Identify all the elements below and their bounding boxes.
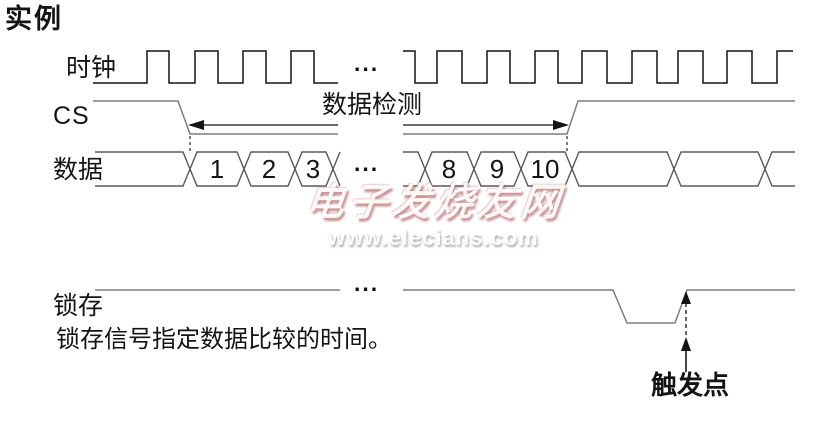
clock-wave-left <box>93 50 338 84</box>
cs-wave-right <box>403 100 795 135</box>
data-bus-right-b <box>403 151 795 187</box>
trigger-dashed-arrowhead <box>681 291 691 304</box>
detect-arrowhead-right <box>553 120 569 130</box>
latch-caption: 锁存信号指定数据比较的时间。 <box>56 326 392 353</box>
data-cell-value: 8 <box>441 154 457 184</box>
data-bus-left-b <box>95 151 341 187</box>
data-ellipsis: ... <box>354 150 380 176</box>
trigger-point-annotation: 触发点 <box>651 370 730 400</box>
data-cell-value: 3 <box>305 154 321 184</box>
data-bus-left-a <box>95 151 341 187</box>
latch-signal-label: 锁存 <box>53 292 104 320</box>
data-signal-label: 数据 <box>53 156 104 184</box>
clock-ellipsis: ... <box>354 50 380 76</box>
clock-wave-right <box>403 50 793 84</box>
detect-arrowhead-left <box>188 120 204 130</box>
cs-signal-label: CS <box>53 102 90 130</box>
data-cell-value: 1 <box>209 154 225 184</box>
latch-ellipsis: ... <box>354 270 380 296</box>
cs-wave-left <box>93 100 338 135</box>
data-detect-annotation: 数据检测 <box>322 91 423 119</box>
data-cell-value: 10 <box>530 154 560 184</box>
page-title: 实例 <box>5 4 63 34</box>
clock-signal-label: 时钟 <box>66 54 117 82</box>
latch-wave-right <box>403 289 795 324</box>
trigger-arrowhead <box>681 337 691 351</box>
data-bus-right-a <box>403 151 795 187</box>
data-cell-value: 2 <box>261 154 277 184</box>
data-cell-value: 9 <box>489 154 505 184</box>
